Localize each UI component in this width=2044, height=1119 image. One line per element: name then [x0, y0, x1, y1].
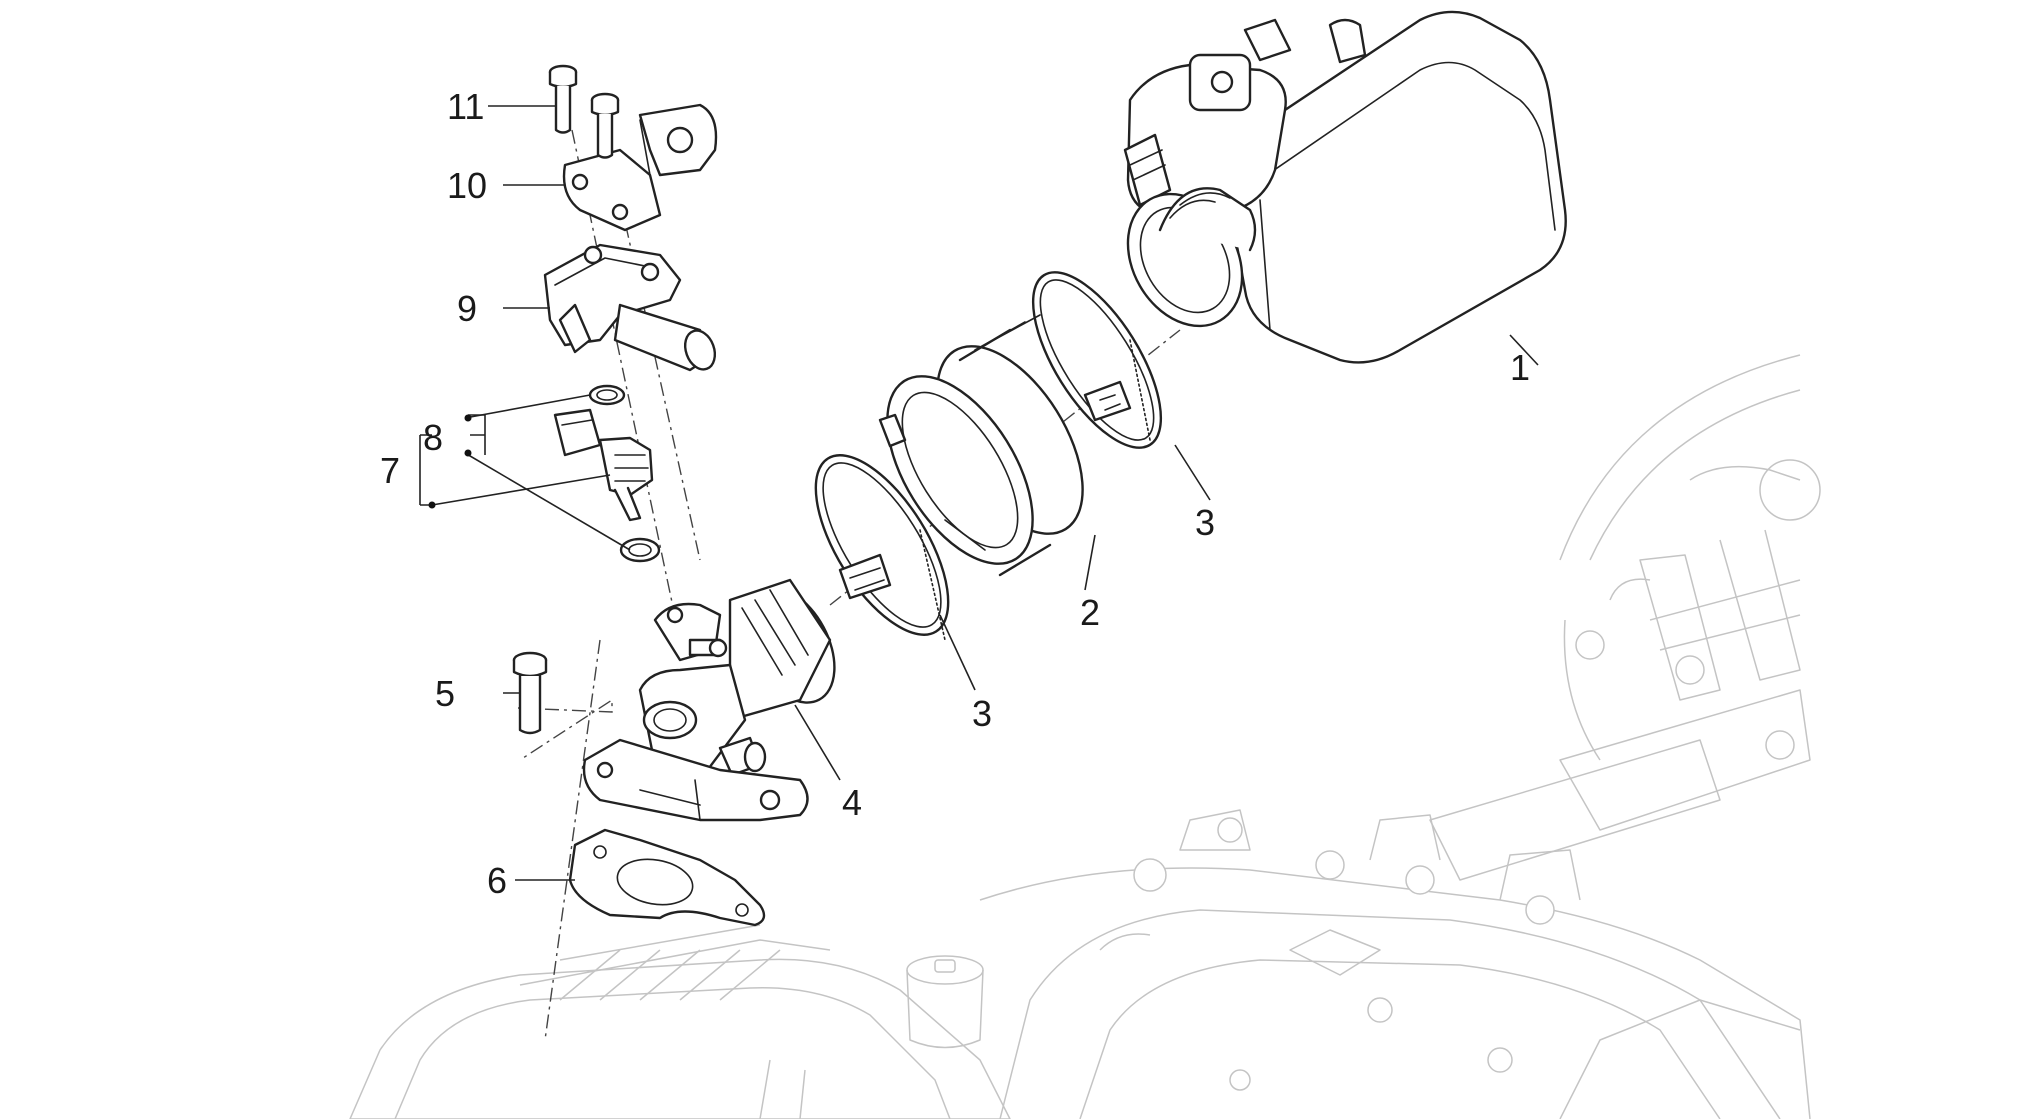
part-1-throttle-body: [1123, 10, 1567, 364]
part-11-screws: [548, 64, 620, 159]
callout-1: 1: [1510, 347, 1530, 388]
engine-background: [349, 354, 1821, 1119]
callout-10: 10: [447, 165, 487, 206]
part-6-gasket: [568, 828, 766, 927]
part-10-bracket: [562, 103, 718, 232]
callout-2: 2: [1080, 592, 1100, 633]
callout-11: 11: [447, 86, 484, 127]
leader-lines: [419, 105, 1539, 881]
part-3-hose-clamp-lower: [814, 454, 950, 641]
callout-9: 9: [457, 288, 477, 329]
part-5-screw: [512, 651, 548, 735]
callout-6: 6: [487, 860, 507, 901]
part-3-hose-clamp-upper: [1031, 271, 1163, 449]
callout-3-lower: 3: [972, 693, 992, 734]
callout-4: 4: [842, 782, 862, 823]
callout-5: 5: [435, 673, 455, 714]
part-7-8-injector: [553, 384, 661, 563]
part-2-intake-sleeve: [878, 314, 1084, 577]
callout-3-upper: 3: [1195, 502, 1215, 543]
part-9-fuel-rail: [543, 243, 717, 372]
callout-labels: 1 2 3 3 4 5 6 7 8 9 10 11: [380, 86, 1530, 901]
callout-8: 8: [423, 417, 443, 458]
part-4-manifold: [582, 578, 836, 822]
callout-7: 7: [380, 450, 400, 491]
